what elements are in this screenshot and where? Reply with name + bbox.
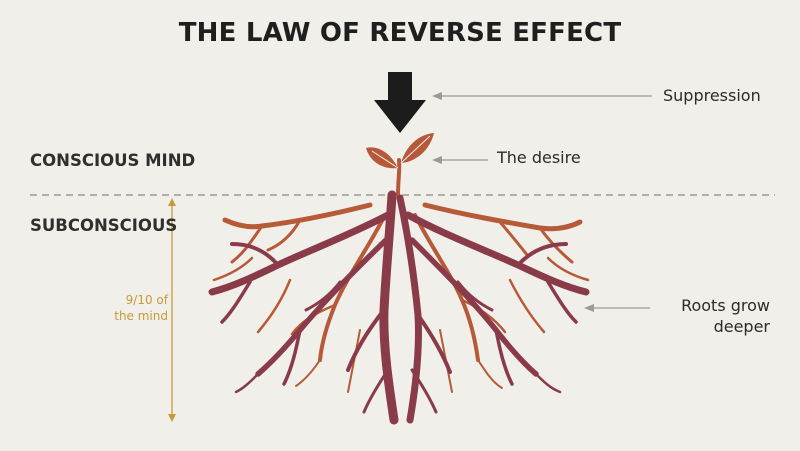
pointer-suppression <box>432 92 652 100</box>
fraction-line-2: the mind <box>114 309 168 323</box>
sprout-icon <box>366 133 434 197</box>
roots-line-1: Roots grow <box>681 296 770 315</box>
root-system <box>208 190 590 425</box>
conscious-mind-label: CONSCIOUS MIND <box>30 151 196 170</box>
roots-line-2: deeper <box>713 317 770 336</box>
fraction-line-1: 9/10 of <box>125 293 168 307</box>
pointer-roots <box>584 304 650 312</box>
pointer-desire <box>432 156 488 164</box>
roots-label: Roots grow deeper <box>660 295 770 337</box>
subconscious-extent-bracket <box>168 198 176 422</box>
page-title: THE LAW OF REVERSE EFFECT <box>178 18 622 48</box>
subconscious-label: SUBCONSCIOUS <box>30 216 178 235</box>
desire-label: The desire <box>497 148 581 167</box>
fraction-label: 9/10 of the mind <box>98 292 168 324</box>
down-arrow-icon <box>374 72 426 133</box>
suppression-label: Suppression <box>663 86 761 105</box>
